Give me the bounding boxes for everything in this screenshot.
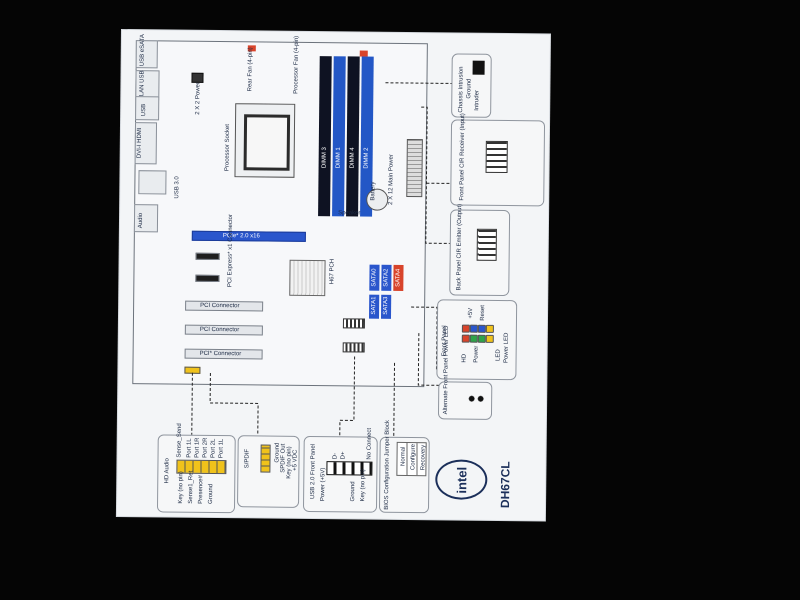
front-panel-pin [469, 324, 478, 333]
sata-connectors: SATA0 SATA2 SATA4 SATA1 SATA3 [368, 264, 410, 321]
front-panel-pin [477, 324, 486, 333]
dimm-3-slot: DIMM 3 [318, 56, 332, 217]
board-model: DH67CL [498, 461, 513, 509]
front-usb-header [342, 342, 365, 353]
battery-label: Battery [370, 181, 377, 201]
sata-1: SATA1 [368, 294, 380, 319]
front-panel-pin [469, 334, 478, 343]
h67-pch-chip [289, 259, 326, 297]
sata-4: SATA4 [393, 264, 404, 291]
alt-power-led-pins [467, 394, 486, 403]
front-usb-header [342, 318, 365, 329]
processor-socket [234, 103, 296, 178]
spdif-callout: S/PDIF Ground SPDIF Out Key (no pin) +5 … [237, 435, 300, 508]
front-panel-pin [485, 324, 494, 333]
board-outline [132, 40, 428, 388]
front-panel-pin [461, 324, 470, 333]
rear-port-label: USB [141, 103, 148, 117]
spdif-header [260, 444, 271, 473]
back-cir-header [476, 228, 497, 261]
dimm-1-slot: DIMM 1 [332, 56, 346, 217]
pcie-x16-slot: PCIe* 2.0 x16 [191, 230, 306, 242]
rear-port-label: DVI-I HDMI [136, 127, 143, 159]
chassis-intrusion-header [472, 60, 485, 75]
main-power-label: 2 X 12 Main Power [388, 154, 395, 205]
front-panel-pin [485, 334, 494, 343]
sata-3: SATA3 [380, 294, 392, 319]
rear-port-label: Audio [137, 212, 145, 229]
sata-0: SATA0 [369, 264, 380, 291]
power-2x2-label: 2 X 2 Power [195, 82, 202, 115]
pci-slot-3: PCI* Connector [184, 348, 263, 360]
back-cir-callout: Back Panel CIR Emitter (Output) [449, 204, 511, 297]
bios-jumper-callout: BIOS Configuration Jumper Block Normal C… [378, 420, 430, 514]
alt-power-led-callout: Alternate Front Panel Power LED [437, 326, 493, 420]
pcie-x1-label: PCI Express* x1 Connector [227, 214, 235, 288]
rear-port-label: LAN USB [139, 70, 146, 97]
intel-logo: intel [435, 459, 488, 500]
front-panel-pin [477, 334, 486, 343]
pcie-x1-slot [195, 252, 220, 261]
audio-header-yellow [184, 366, 201, 374]
front-panel-pin [461, 334, 470, 343]
rear-usb3 [138, 170, 167, 195]
hd-audio-callout: HD Audio Sense_Send Port 1L Key (no pin)… [156, 423, 236, 514]
motherboard-diagram-card: USB eSATA LAN USB USB DVI-I HDMI USB 3.0… [116, 30, 550, 521]
pci-slot-1: PCI Connector [185, 300, 264, 312]
speaker-label: Speaker [338, 210, 361, 217]
front-cir-header [485, 140, 508, 174]
chassis-intrusion-callout: Chassis Intrusion Ground Intruder [451, 53, 492, 118]
rear-fan-label: Rear Fan (4-pin) [247, 47, 254, 92]
pcie-x1-slot [195, 274, 220, 283]
front-cir-callout: Front Panel CIR Receiver (Input) [450, 113, 546, 207]
chipset-label: H67 PCH [329, 258, 336, 285]
processor-fan-label: Processor Fan (4-pin) [293, 35, 300, 94]
sata-2: SATA2 [381, 264, 392, 291]
processor-socket-label: Processor Socket [224, 124, 232, 172]
rear-port-label: USB 3.0 [174, 176, 181, 199]
dimm-4-slot: DIMM 4 [346, 56, 360, 217]
pci-slot-2: PCI Connector [184, 324, 263, 336]
usb-front-panel-callout: USB 2.0 Front Panel Power (+5V) D- D+ Gr… [302, 428, 378, 513]
rear-port-label: USB eSATA [139, 34, 146, 67]
main-power-connector [406, 138, 423, 198]
